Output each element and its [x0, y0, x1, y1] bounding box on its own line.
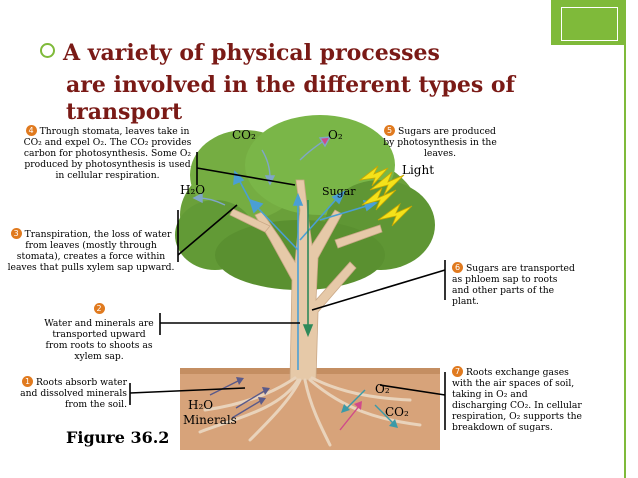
decorative-side-line [624, 45, 626, 478]
step-2-badge: 2 [93, 303, 105, 314]
step-6-badge: 6 [452, 262, 463, 273]
xylem-flow-arrows [233, 170, 378, 370]
step-5-text: Sugars are produced by photosynthesis in… [383, 126, 497, 159]
callout-leader-lines [129, 152, 446, 430]
leaf-gas-arrows [192, 136, 332, 206]
co2-leaf-label: CO₂ [232, 128, 256, 142]
step-1-badge: 1 [22, 376, 34, 387]
step-7-badge: 7 [452, 366, 463, 377]
step-7-text: Roots exchange gases with the air spaces… [452, 367, 582, 433]
step-4-badge: 4 [25, 125, 37, 136]
h2o-soil-label: H₂O [188, 398, 214, 412]
co2-soil-label: CO₂ [385, 405, 409, 419]
heading-line-2: are involved in the different types of t… [66, 72, 516, 125]
phloem-flow-arrows [302, 200, 314, 338]
light-bolts-icon [358, 165, 413, 227]
step-5-badge: 5 [384, 125, 396, 136]
slide-heading: A variety of physical processes are invo… [40, 40, 638, 125]
h2o-leaf-label: H₂O [180, 183, 206, 197]
step-2-text: Water and minerals are transported upwar… [44, 318, 154, 362]
soil-layer [180, 370, 440, 450]
figure-caption: Figure 36.2 [66, 428, 170, 447]
heading-line-1: A variety of physical processes [63, 40, 440, 66]
minerals-label: Minerals [183, 413, 237, 427]
step-1-text: Roots absorb water and dissolved mineral… [20, 377, 127, 410]
decorative-corner-box [551, 0, 626, 45]
sugar-label: Sugar [322, 185, 356, 198]
o2-leaf-label: O₂ [328, 128, 343, 142]
step-6-text: Sugars are transported as phloem sap to … [452, 263, 575, 307]
step-4-text: Through stomata, leaves take in CO₂ and … [23, 126, 192, 181]
tree-roots [198, 376, 422, 447]
step-3-text: Transpiration, the loss of water from le… [7, 229, 175, 273]
step-3-badge: 3 [10, 228, 22, 239]
soil-arrows [209, 377, 398, 431]
o2-soil-label: O₂ [375, 382, 390, 396]
bullet-circle-icon [40, 43, 55, 58]
light-label: Light [402, 163, 435, 177]
